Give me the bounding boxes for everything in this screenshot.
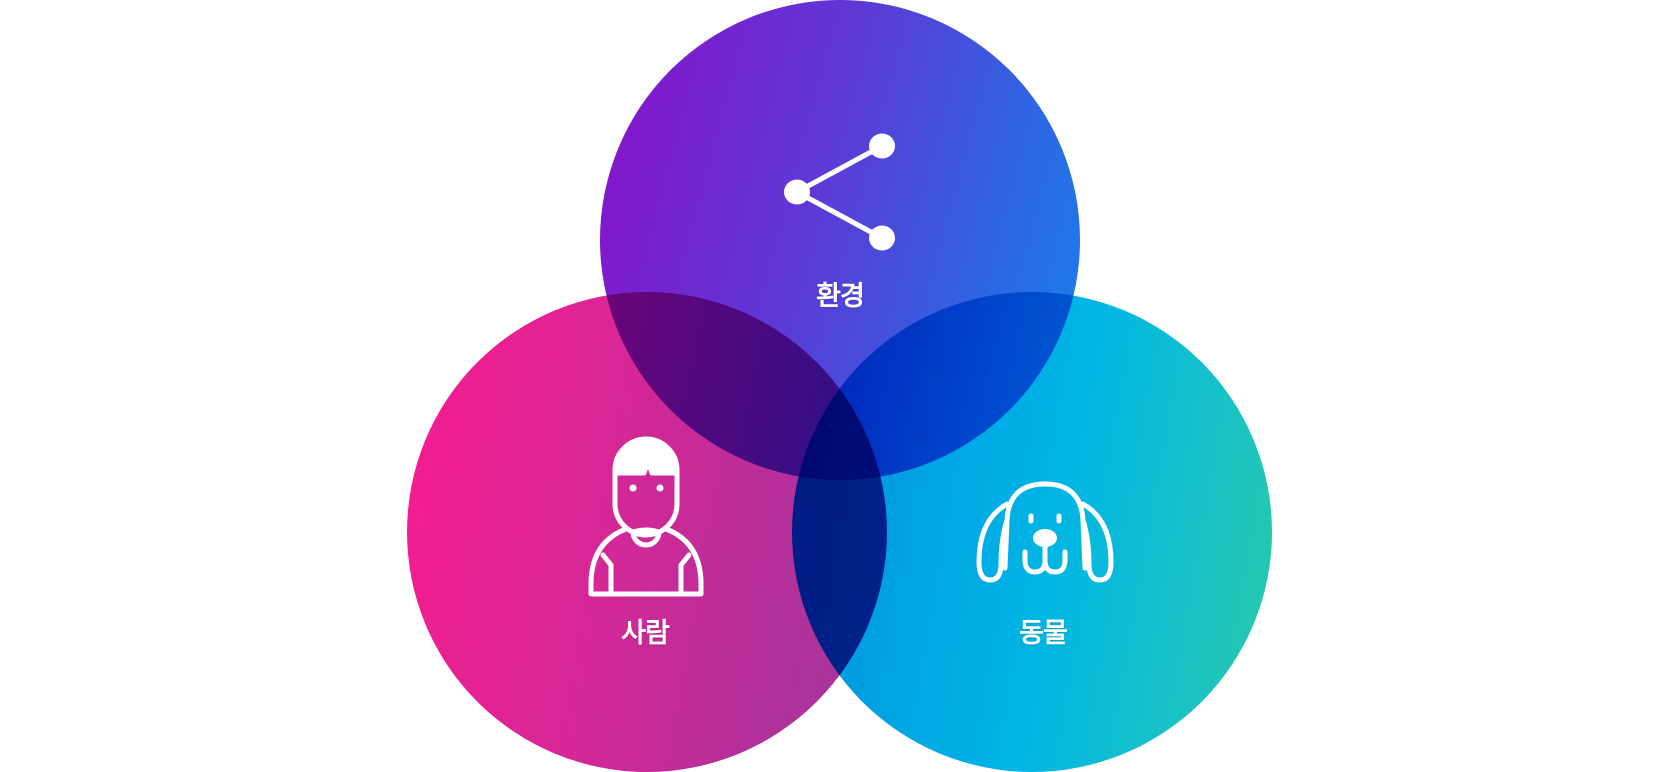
dog-icon (975, 480, 1115, 586)
person-icon (586, 434, 706, 604)
people-label: 사람 (621, 618, 670, 649)
environment-label: 환경 (816, 281, 865, 312)
animals-label: 동물 (1019, 618, 1068, 649)
share-icon (782, 131, 898, 253)
animals-circle (792, 292, 1272, 772)
